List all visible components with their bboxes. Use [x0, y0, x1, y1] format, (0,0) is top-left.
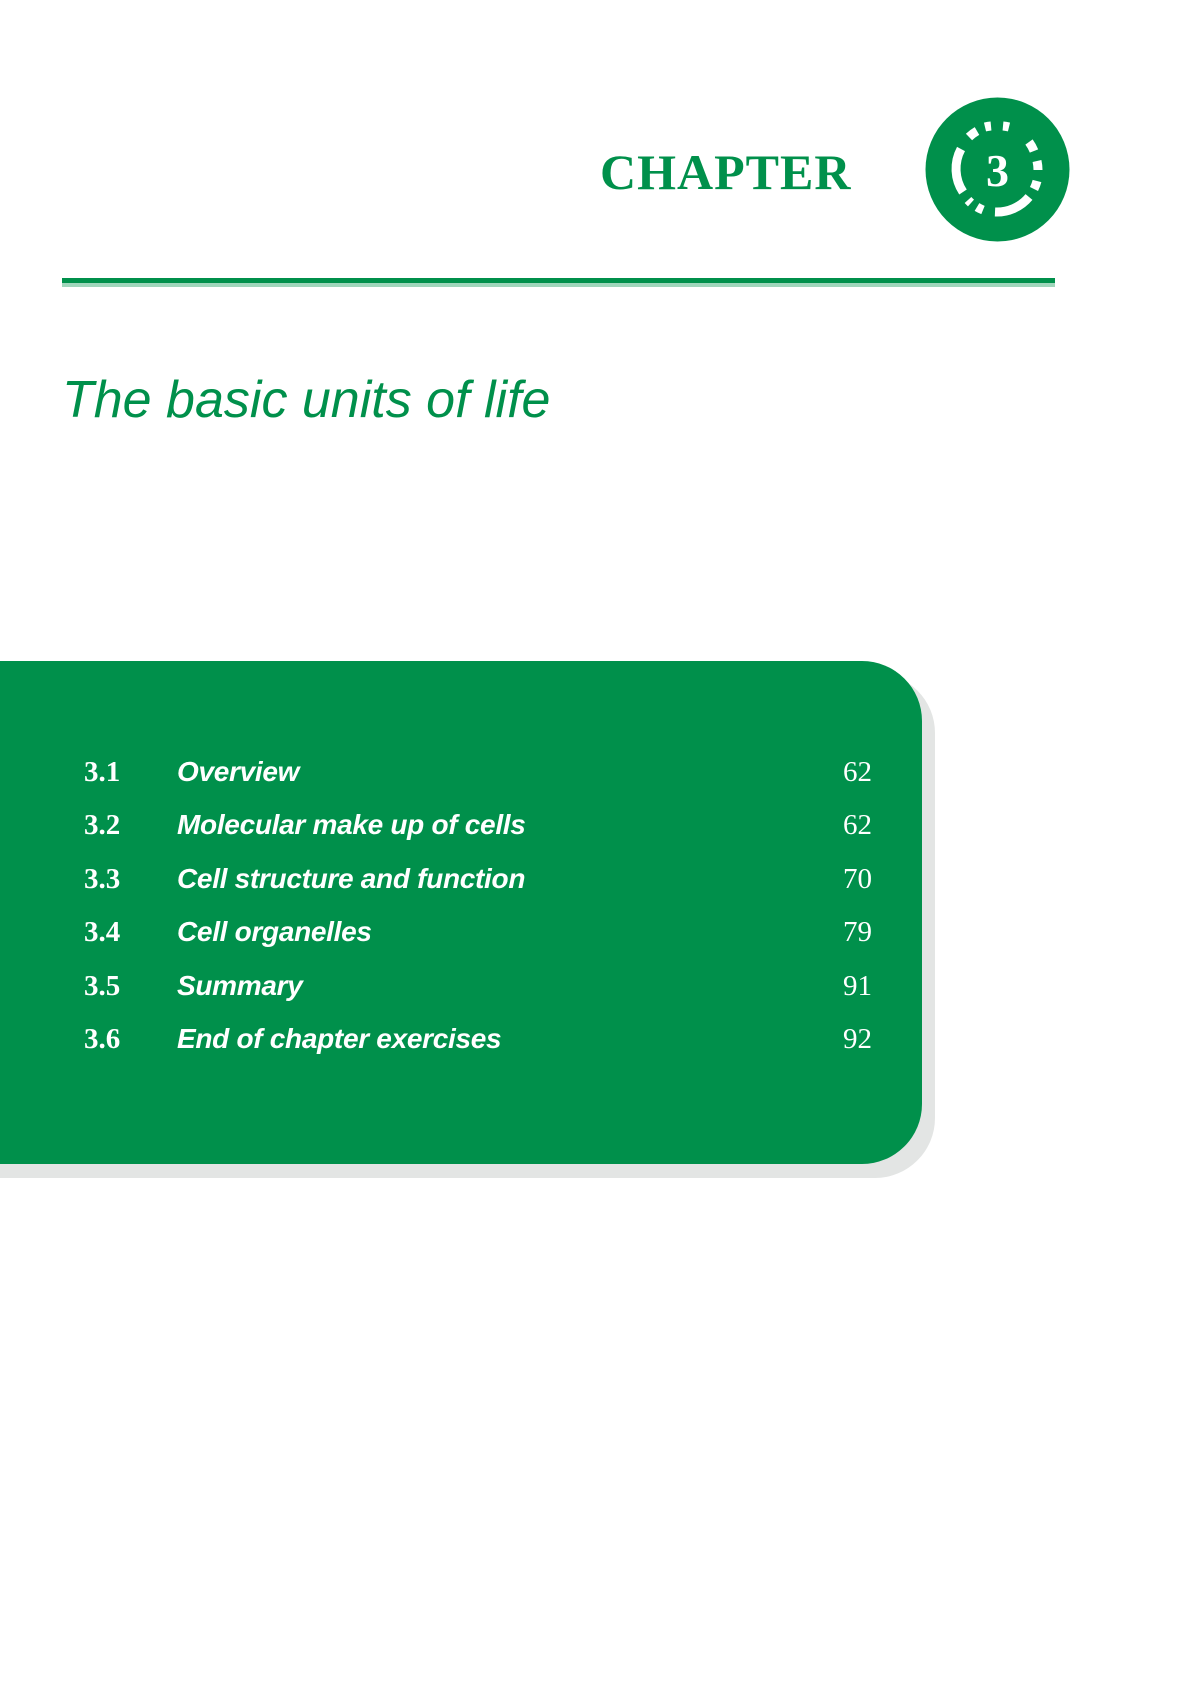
badge-ring-icon	[951, 121, 1043, 217]
toc-item-3-2[interactable]: 3.2 Molecular make up of cells 62	[0, 807, 922, 860]
toc-item-3-6[interactable]: 3.6 End of chapter exercises 92	[0, 1021, 922, 1074]
toc-item-page: 62	[843, 809, 872, 842]
toc-item-title: Overview	[177, 756, 300, 787]
toc-item-number: 3.1	[84, 756, 121, 788]
toc-item-page: 62	[843, 756, 872, 788]
toc-item-page: 92	[843, 1022, 872, 1055]
toc-item-title: Cell structure and function	[177, 862, 526, 894]
toc-item-number: 3.6	[84, 1022, 121, 1055]
toc-item-3-5[interactable]: 3.5 Summary 91	[0, 968, 922, 1021]
chapter-title: The basic units of life	[62, 371, 551, 429]
badge-circle	[925, 97, 1070, 242]
toc-item-page: 91	[843, 969, 872, 1002]
chapter-number: 3	[986, 145, 1009, 196]
toc-item-3-3[interactable]: 3.3 Cell structure and function 70	[0, 861, 922, 914]
toc-item-page: 70	[843, 862, 872, 895]
header-rule	[62, 278, 1055, 283]
table-of-contents: 3.1 Overview 62 3.2 Molecular make up of…	[0, 754, 922, 1074]
header-rule-shadow	[62, 283, 1055, 287]
toc-item-title: Summary	[177, 969, 303, 1001]
toc-item-number: 3.2	[84, 809, 121, 842]
toc-item-number: 3.5	[84, 969, 121, 1002]
toc-item-title: Cell organelles	[177, 916, 372, 948]
toc-item-number: 3.4	[84, 916, 121, 949]
toc-item-number: 3.3	[84, 862, 121, 895]
toc-item-3-1[interactable]: 3.1 Overview 62	[0, 754, 922, 807]
toc-item-page: 79	[843, 916, 872, 949]
toc-item-title: End of chapter exercises	[177, 1022, 502, 1054]
toc-box	[0, 661, 922, 1164]
chapter-number-badge: 3	[925, 97, 1070, 242]
toc-item-3-4[interactable]: 3.4 Cell organelles 79	[0, 914, 922, 967]
toc-item-title: Molecular make up of cells	[177, 809, 526, 841]
chapter-label: CHAPTER	[600, 144, 852, 200]
